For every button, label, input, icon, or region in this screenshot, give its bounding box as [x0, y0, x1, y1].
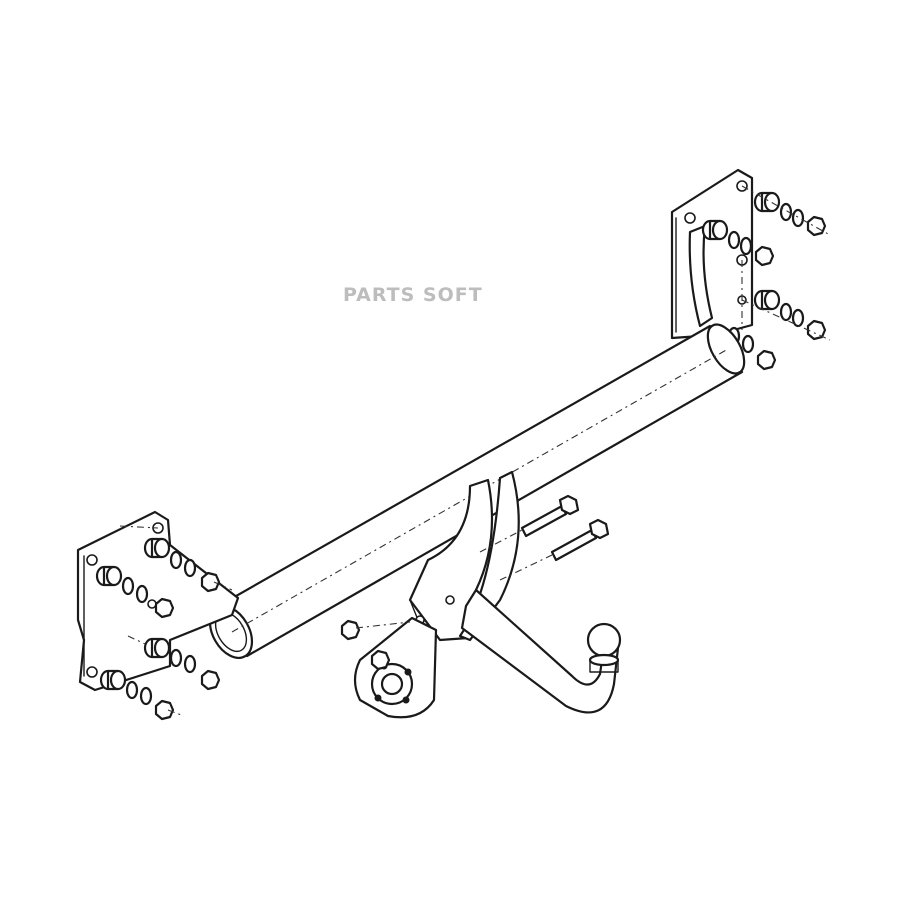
washer: [183, 654, 197, 674]
washer: [125, 680, 139, 700]
nut: [756, 349, 777, 371]
electrical-socket-plate: [340, 616, 438, 719]
washer: [169, 648, 183, 668]
washer: [791, 208, 805, 228]
washer: [169, 550, 183, 570]
nut: [200, 669, 221, 691]
left-bracket-fasteners: [95, 537, 233, 721]
nut: [370, 649, 391, 671]
washer: [779, 302, 793, 322]
spacer: [753, 191, 781, 213]
spacer: [143, 537, 171, 559]
washer: [779, 202, 793, 222]
right-mounting-bracket: [670, 168, 754, 340]
washer: [741, 334, 755, 354]
right-bracket-fasteners: [701, 185, 831, 371]
spacer: [143, 637, 171, 659]
washer: [135, 584, 149, 604]
washer: [791, 308, 805, 328]
bolt: [550, 518, 610, 562]
nut: [154, 597, 175, 619]
spacer: [95, 565, 123, 587]
tow-ball-arm: [460, 588, 622, 714]
spacer: [99, 669, 127, 691]
washer: [739, 236, 753, 256]
washer: [727, 230, 741, 250]
spacer: [753, 289, 781, 311]
washer: [121, 576, 135, 596]
nut: [754, 245, 775, 267]
tow-ball: [586, 622, 622, 658]
nut: [806, 319, 827, 341]
washer: [183, 558, 197, 578]
bolt: [520, 494, 580, 538]
nut: [154, 699, 175, 721]
nut: [200, 571, 221, 593]
nut: [340, 619, 361, 641]
nut: [806, 215, 827, 237]
washer: [139, 686, 153, 706]
spacer: [701, 219, 729, 241]
mounting-bolts: [479, 494, 610, 581]
watermark-text: PARTS SOFT: [343, 284, 483, 306]
